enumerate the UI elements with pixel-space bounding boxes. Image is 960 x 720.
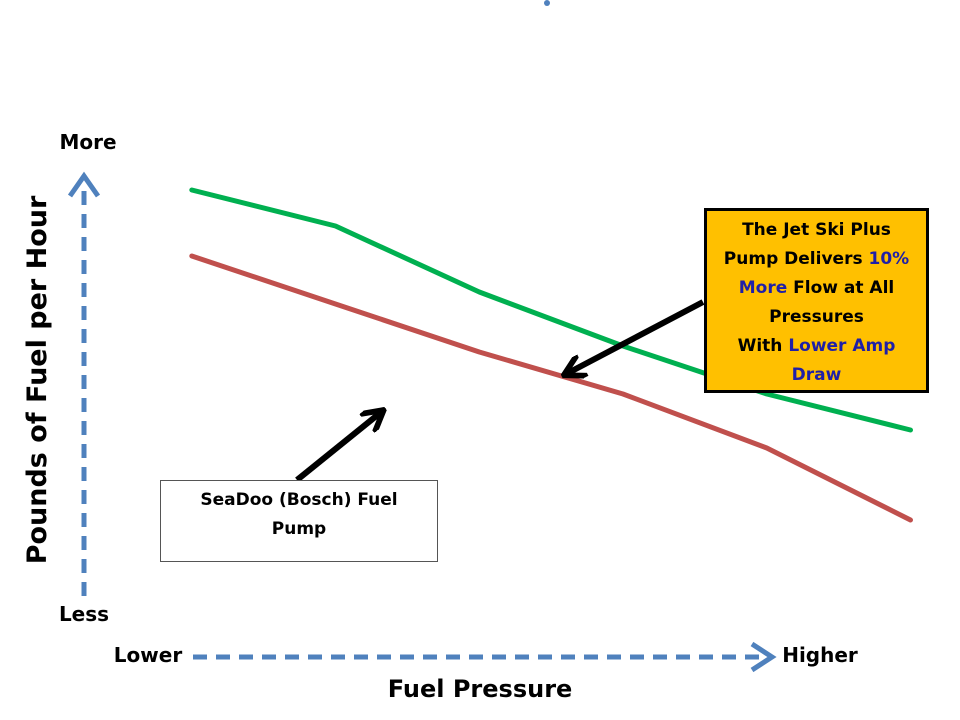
jetski-callout-line-2: More Flow at All [707,274,926,303]
decorative-dot [544,0,550,6]
jetski-callout-segment: Lower Amp [788,336,896,356]
jetski-callout-segment: Flow at All [787,278,895,298]
jetski-callout-line-4: With Lower Amp [707,332,926,361]
series-layer [189,187,913,523]
x-tick-label-high: Higher [782,643,858,667]
seadoo-callout-text: SeaDoo (Bosch) Fuel Pump [200,490,398,539]
jetski-callout-segment: The Jet Ski Plus [742,220,891,240]
jetski-callout-segment: 10% [868,249,910,269]
jetski-callout-arrow [568,299,705,373]
x-axis-arrowhead [750,641,777,673]
jetski-callout-segment: Draw [791,365,842,385]
jetski-callout-line-0: The Jet Ski Plus [707,216,926,245]
jetski-callout-segment: More [738,278,788,298]
jetski-callout-line-5: Draw [707,361,926,390]
series-line-0 [189,187,913,433]
y-tick-label-high: More [59,130,116,154]
jetski-callout-line-3: Pressures [707,303,926,332]
y-axis-arrowhead [67,171,101,198]
jetski-callout-line-1: Pump Delivers 10% [707,245,926,274]
jetski-callout-segment: Pressures [769,307,864,327]
series-line-1 [189,253,913,523]
x-tick-label-low: Lower [114,643,183,667]
seadoo-callout-arrow [295,413,380,483]
x-axis-title: Fuel Pressure [388,675,573,703]
y-tick-label-low: Less [59,602,109,626]
jetski-callout-segment: Pump Delivers [723,249,869,269]
jetski-callout-segment: With [737,336,789,356]
y-axis-title: Pounds of Fuel per Hour [22,195,53,564]
seadoo-callout-box: SeaDoo (Bosch) Fuel Pump [160,480,438,562]
